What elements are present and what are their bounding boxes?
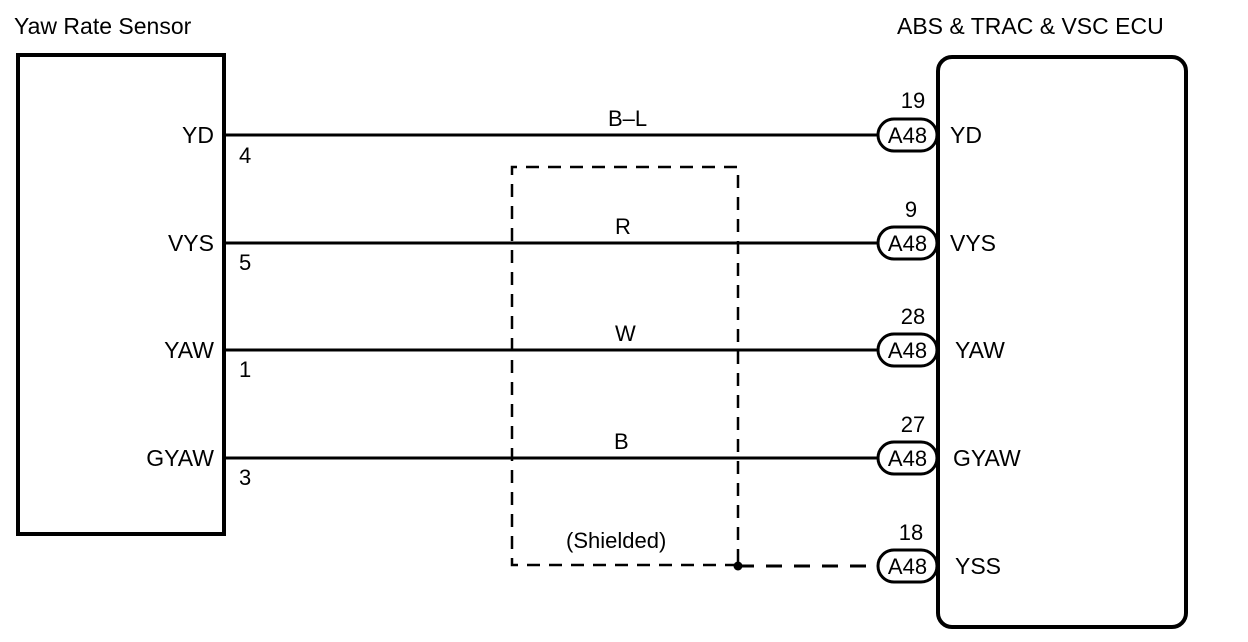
svg-text:A48: A48 bbox=[888, 231, 927, 256]
sensor-pin-number: 3 bbox=[239, 465, 251, 490]
sensor-pin-name: GYAW bbox=[146, 445, 214, 471]
svg-text:A48: A48 bbox=[888, 123, 927, 148]
svg-text:A48: A48 bbox=[888, 446, 927, 471]
shield-box bbox=[510, 165, 740, 567]
sensor-pin-name: YAW bbox=[164, 337, 214, 363]
ecu-pin-number: 18 bbox=[899, 520, 923, 545]
ecu-pin-number: 19 bbox=[901, 88, 925, 113]
sensor-pin-number: 4 bbox=[239, 143, 251, 168]
sensor-pin-number: 5 bbox=[239, 250, 251, 275]
ecu-pin-name: YSS bbox=[955, 553, 1001, 579]
shield-junction-dot bbox=[733, 561, 743, 571]
ecu-pin-name: GYAW bbox=[953, 445, 1021, 471]
ecu-pin-name: YAW bbox=[955, 337, 1005, 363]
ecu-connector: A48 bbox=[876, 440, 939, 476]
shield-label: (Shielded) bbox=[566, 528, 666, 553]
ecu-pin-number: 9 bbox=[905, 197, 917, 222]
wire-color-gyaw: B bbox=[614, 429, 629, 454]
wire-color-yaw: W bbox=[615, 321, 636, 346]
svg-text:A48: A48 bbox=[888, 554, 927, 579]
ecu-pin-name: VYS bbox=[950, 230, 996, 256]
ecu-title: ABS & TRAC & VSC ECU bbox=[897, 13, 1164, 39]
ecu-pin-name: YD bbox=[950, 122, 982, 148]
ecu-connector: A48 bbox=[876, 225, 939, 261]
sensor-box bbox=[16, 53, 226, 536]
svg-text:A48: A48 bbox=[888, 338, 927, 363]
ecu-box bbox=[936, 55, 1188, 629]
sensor-title: Yaw Rate Sensor bbox=[14, 13, 192, 39]
sensor-pin-number: 1 bbox=[239, 357, 251, 382]
sensor-pin-name: VYS bbox=[168, 230, 214, 256]
ecu-connector: A48 bbox=[876, 332, 939, 368]
ecu-pin-number: 27 bbox=[901, 412, 925, 437]
ecu-connector: A48 bbox=[876, 117, 939, 153]
wire-color-vys: R bbox=[615, 214, 631, 239]
ecu-connector: A48 bbox=[876, 548, 939, 584]
ecu-pin-number: 28 bbox=[901, 304, 925, 329]
sensor-pin-name: YD bbox=[182, 122, 214, 148]
wire-color-yd: B–L bbox=[608, 106, 647, 131]
